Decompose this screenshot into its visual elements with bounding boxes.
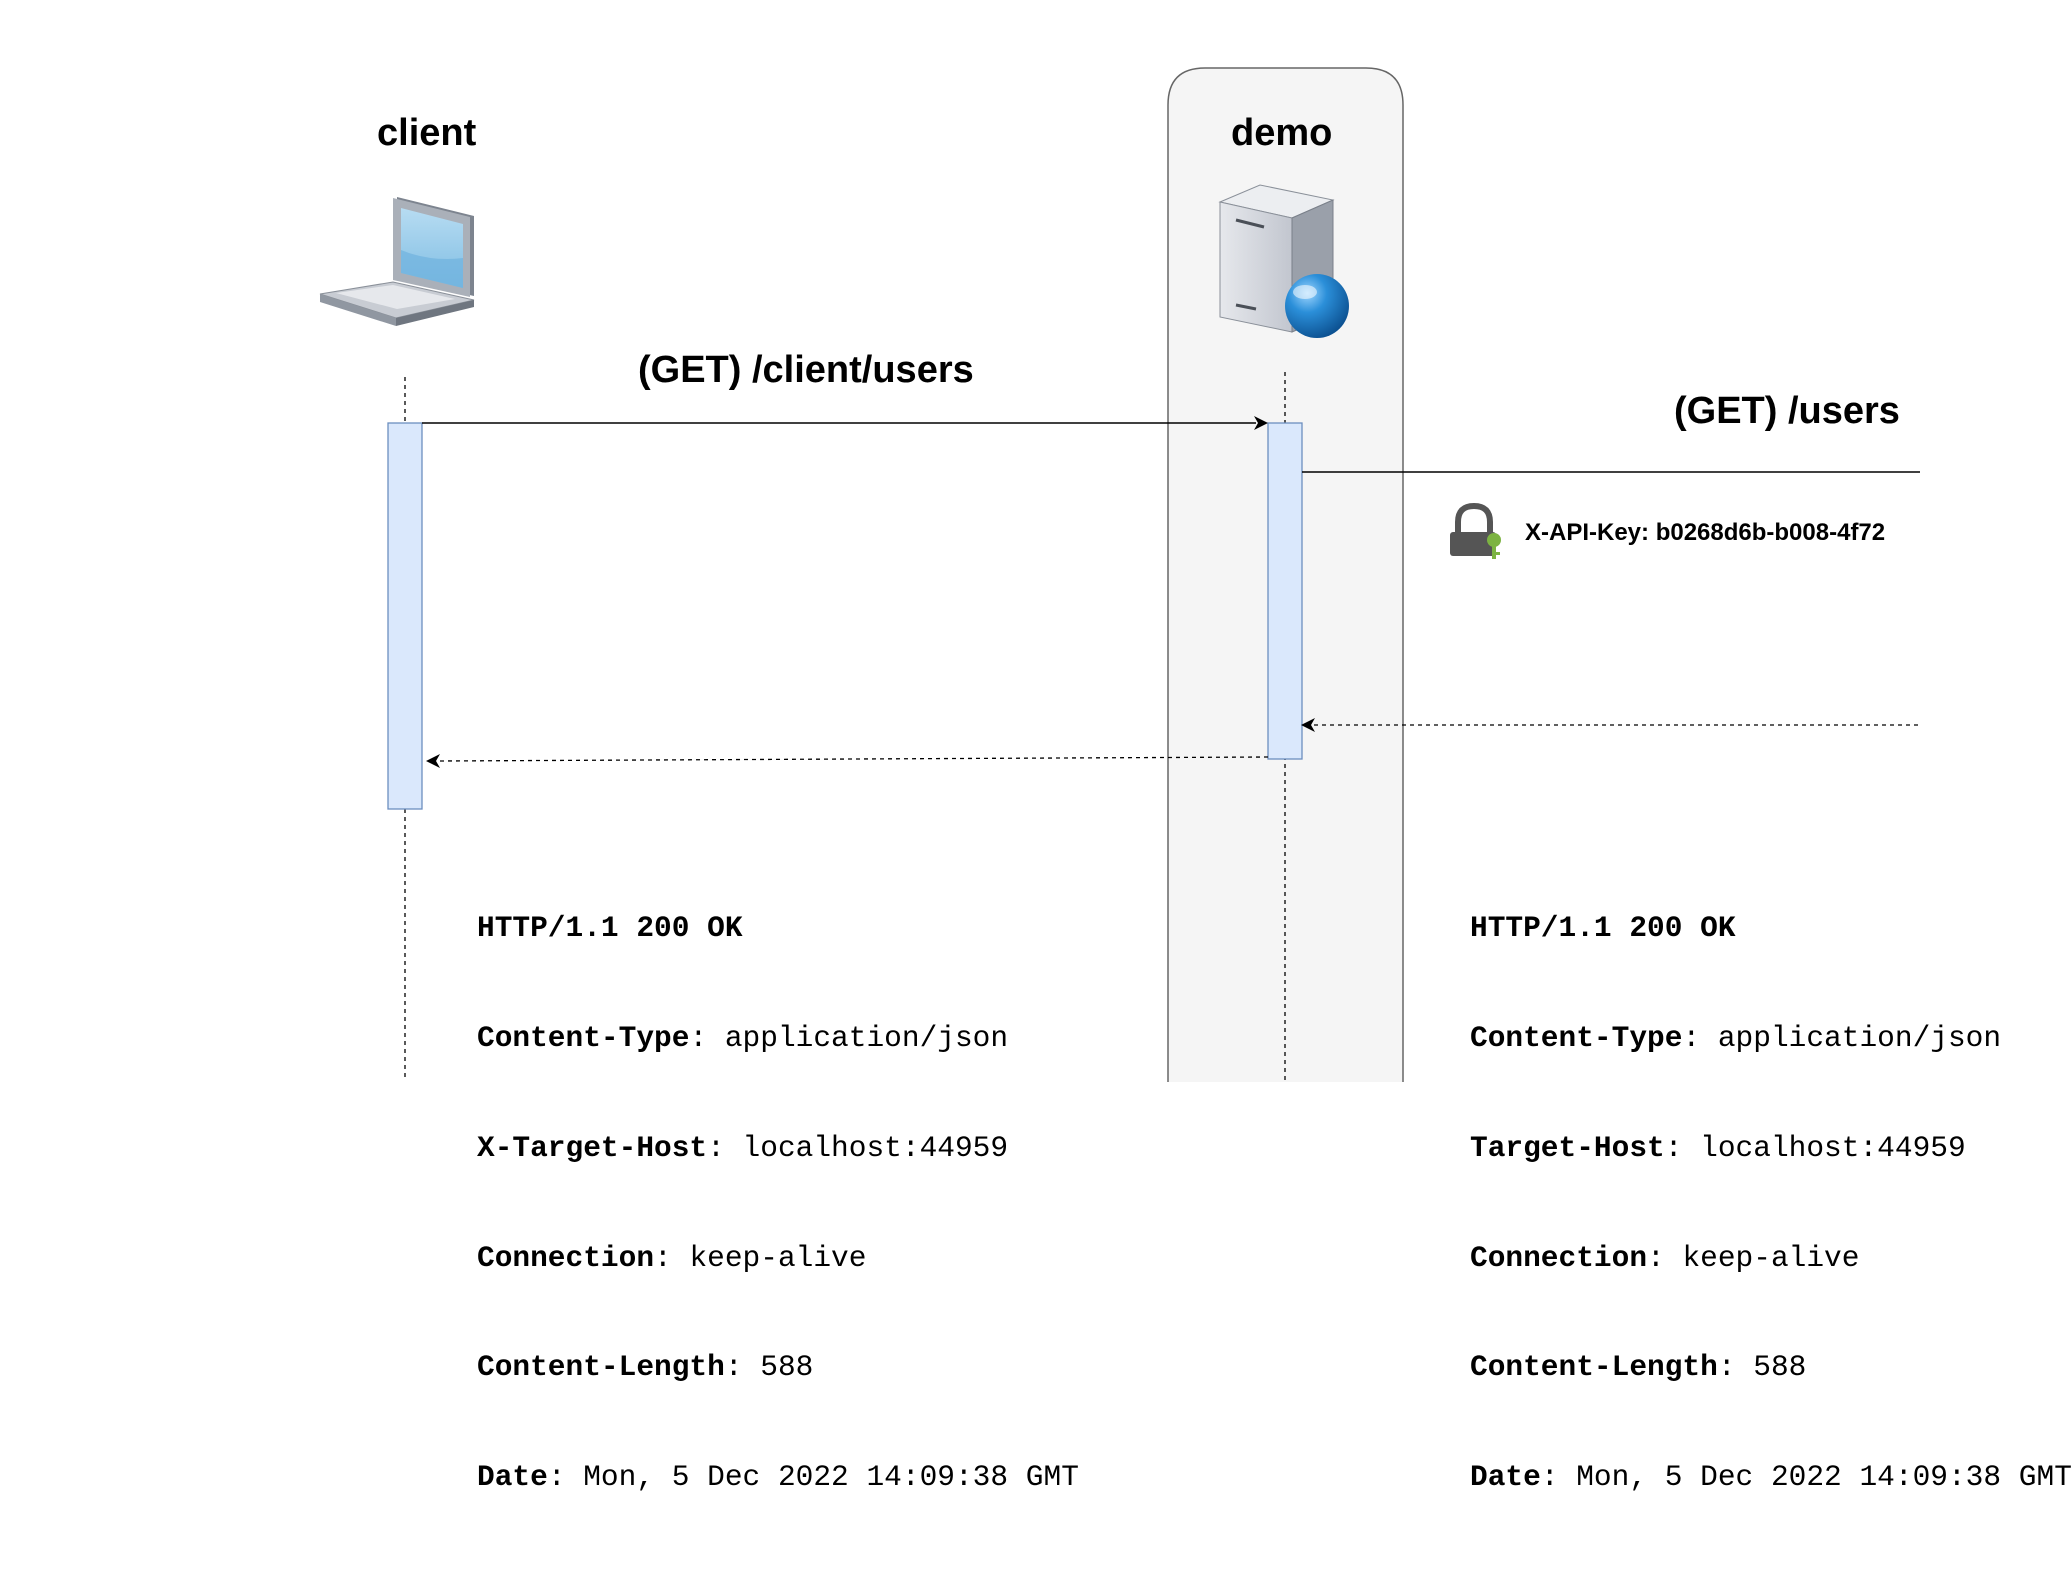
participant-demo-label: demo [1231,112,1333,154]
client-activation [387,422,423,810]
header-line: Date: Mon, 5 Dec 2022 14:09:38 GMT [1470,1460,2072,1495]
header-line: Target-Host: localhost:44959 [1470,1130,1966,1165]
client-request-label: (GET) /client/users [638,349,974,391]
header-line: Connection: keep-alive [477,1240,867,1275]
diagram-canvas [319,67,1920,1082]
client-response-arrow [426,754,1269,768]
web-server-icon [1218,184,1349,338]
backend-response-arrow [1301,718,1920,732]
header-line: Content-Type: application/json [1470,1020,2002,1055]
header-line: Connection: keep-alive [1470,1240,1860,1275]
api-key-label: X-API-Key: b0268d6b-b008-4f72 [1525,519,1886,546]
sequence-diagram: client demo (GET) /client/users (GET) /u… [319,67,2072,1494]
backend-request-label: (GET) /users [1674,390,1900,432]
header-line: Content-Type: application/json [477,1020,1009,1055]
header-line: Date: Mon, 5 Dec 2022 14:09:38 GMT [477,1460,1079,1495]
header-line: HTTP/1.1 200 OK [477,911,743,946]
participant-client-label: client [377,112,477,154]
client-response-headers: HTTP/1.1 200 OK Content-Type: applicatio… [477,837,1079,1569]
demo-activation [1267,422,1303,760]
lock-with-key-icon [1450,502,1501,559]
header-line: Content-Length: 588 [477,1350,814,1385]
header-line: HTTP/1.1 200 OK [1470,911,1736,946]
header-line: X-Target-Host: localhost:44959 [477,1130,1009,1165]
client-request-arrow [422,416,1268,430]
header-line: Content-Length: 588 [1470,1350,1807,1385]
laptop-icon [319,197,475,326]
backend-response-headers: HTTP/1.1 200 OK Content-Type: applicatio… [1470,837,2072,1569]
